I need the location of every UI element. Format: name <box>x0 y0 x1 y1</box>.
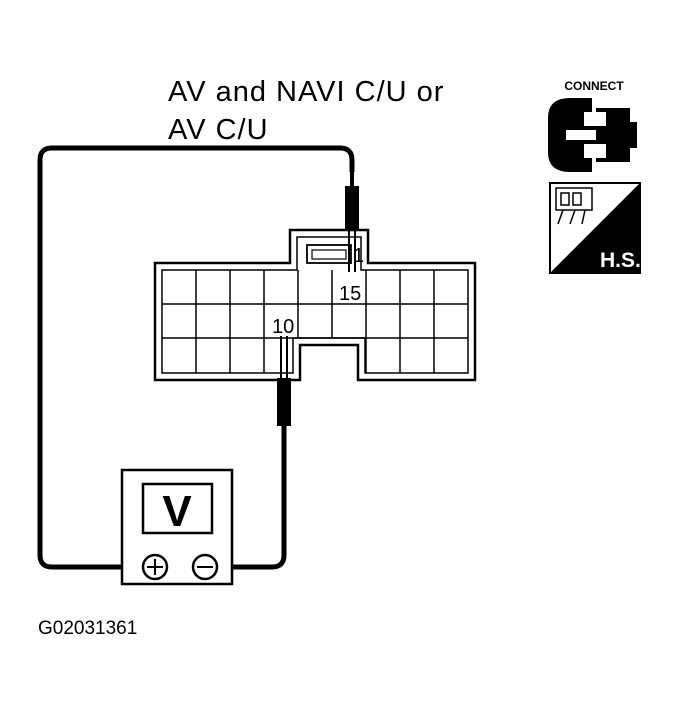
test-leads <box>37 145 355 570</box>
meter-label: V <box>162 487 192 536</box>
connector <box>153 228 477 382</box>
negative-terminal <box>191 553 219 581</box>
hs-label: H.S. <box>600 249 641 272</box>
positive-terminal <box>141 553 169 581</box>
harness-side-icon: H.S. <box>549 182 641 274</box>
pin-label-10: 10 <box>272 316 294 338</box>
pin-label-15: 15 <box>339 283 361 305</box>
pin-label-1: 1 <box>353 245 364 267</box>
figure-id: G02031361 <box>38 618 137 639</box>
probe-bottom <box>277 336 291 426</box>
title-line-1: AV and NAVI C/U or <box>168 76 444 108</box>
probe-top <box>345 170 359 272</box>
title-line-2: AV C/U <box>168 114 269 146</box>
connect-label: CONNECT <box>564 79 624 93</box>
connect-icon: CONNECT <box>548 79 637 172</box>
voltmeter-icon: V <box>120 468 234 586</box>
